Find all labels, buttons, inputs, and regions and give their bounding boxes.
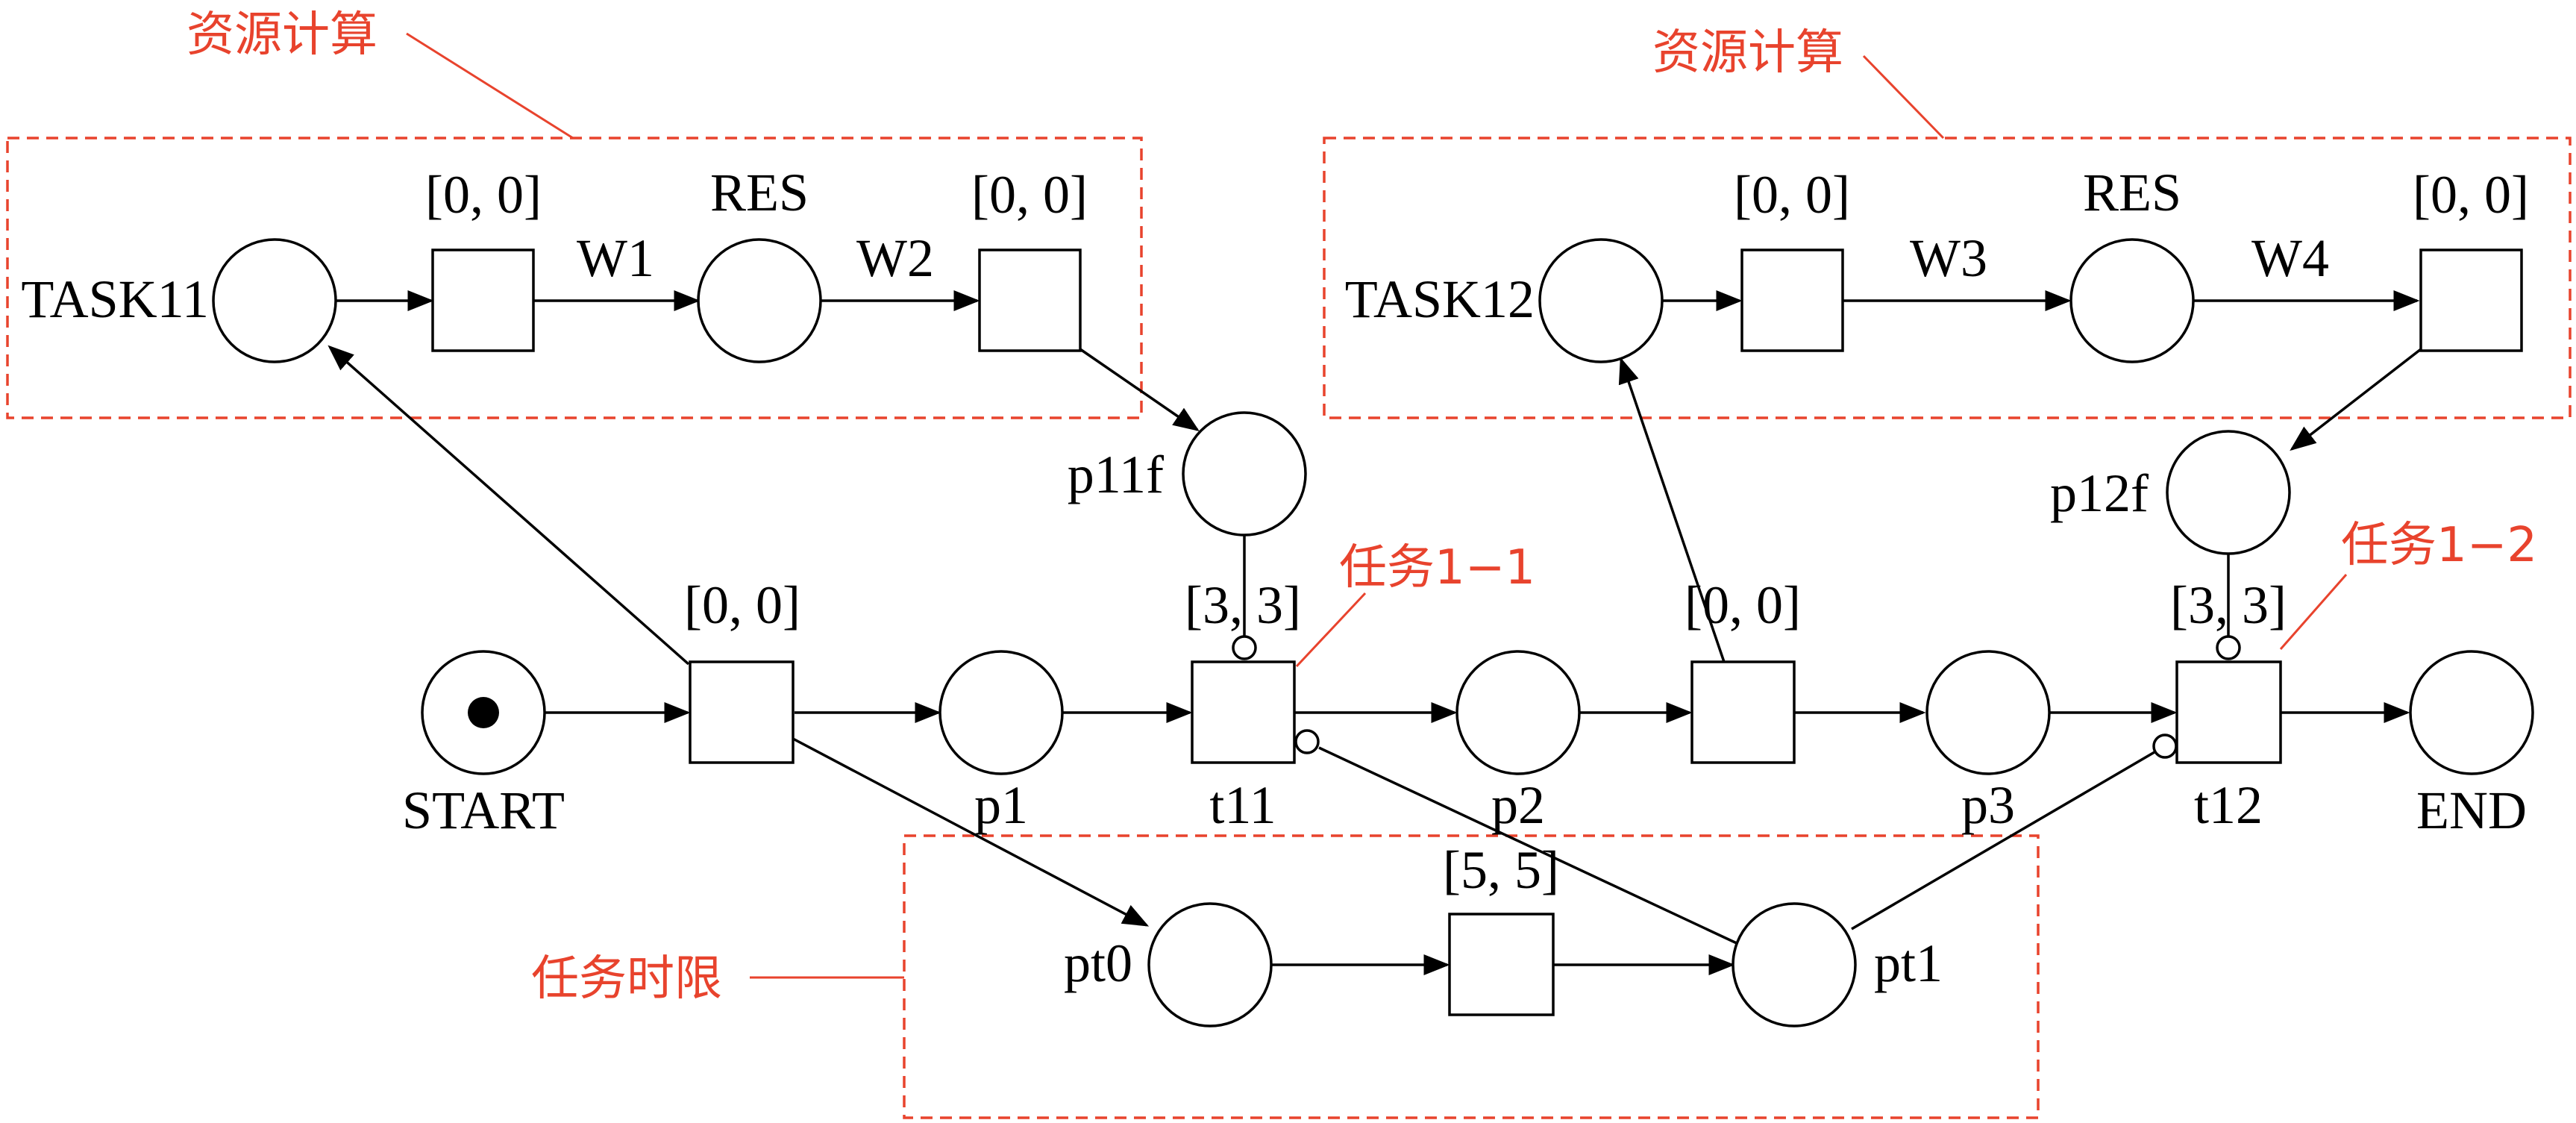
place-p12f bbox=[2166, 430, 2291, 555]
label-task12: TASK12 bbox=[1345, 269, 1535, 329]
start-token bbox=[468, 697, 499, 728]
interval-t11: [3, 3] bbox=[1185, 575, 1301, 635]
label-p11f: p11f bbox=[1068, 445, 1164, 504]
label-p2: p2 bbox=[1491, 775, 1545, 835]
label-t12: t12 bbox=[2194, 775, 2263, 835]
label-pt0: pt0 bbox=[1064, 933, 1132, 993]
inhibitor-head-t12-top bbox=[2216, 635, 2241, 660]
arc-t-res-left-out-to-p11f bbox=[1079, 348, 1200, 431]
annotation-task-deadline: 任务时限 bbox=[531, 951, 722, 1007]
weight-w3: W3 bbox=[1910, 228, 1987, 288]
place-end bbox=[2409, 650, 2534, 775]
label-p3: p3 bbox=[1961, 775, 2015, 835]
label-task11: TASK11 bbox=[21, 269, 209, 329]
resource-calc-right-leader bbox=[1862, 54, 1945, 140]
label-res-left: RES bbox=[710, 163, 809, 222]
place-p11f bbox=[1182, 411, 1307, 537]
weight-w1: W1 bbox=[577, 228, 654, 288]
place-res-right bbox=[2069, 238, 2195, 363]
interval-res-right-in: [0, 0] bbox=[1734, 165, 1850, 225]
transition-res-left-in bbox=[431, 248, 535, 352]
label-res-right: RES bbox=[2083, 163, 2181, 222]
inhibitor-head-t12-side bbox=[2152, 733, 2178, 759]
label-end: END bbox=[2416, 781, 2527, 840]
weight-w2: W2 bbox=[856, 228, 934, 288]
annotation-task-1-1: 任务1−1 bbox=[1339, 540, 1535, 595]
label-pt1: pt1 bbox=[1874, 933, 1943, 993]
place-p1 bbox=[938, 650, 1064, 775]
place-task11 bbox=[212, 238, 337, 363]
label-p1: p1 bbox=[974, 775, 1028, 835]
label-start: START bbox=[402, 781, 565, 840]
inhibitor-head-t11-side bbox=[1294, 729, 1320, 754]
transition-t11 bbox=[1191, 660, 1296, 764]
resource-calc-left-region bbox=[6, 137, 1143, 419]
task-deadline-region bbox=[903, 834, 2040, 1119]
place-p2 bbox=[1455, 650, 1581, 775]
label-t11: t11 bbox=[1209, 775, 1276, 835]
transition-res-right-in bbox=[1740, 248, 1844, 352]
label-p12f: p12f bbox=[2050, 463, 2149, 523]
transition-deadline bbox=[1448, 913, 1555, 1016]
annotation-resource-calc-left: 资源计算 bbox=[187, 7, 377, 63]
interval-start: [0, 0] bbox=[684, 575, 800, 635]
inhibitor-head-t11-top bbox=[1232, 635, 1257, 660]
interval-res-left-in: [0, 0] bbox=[425, 165, 542, 225]
transition-start bbox=[689, 660, 795, 764]
place-pt1 bbox=[1732, 902, 1857, 1027]
place-task12 bbox=[1538, 238, 1664, 363]
arc-t-start-to-pt0 bbox=[792, 737, 1150, 927]
annotation-task-1-2: 任务1−2 bbox=[2341, 518, 2537, 573]
place-pt0 bbox=[1147, 902, 1273, 1027]
inhibitor-arc-pt1-to-t12 bbox=[1851, 751, 2155, 930]
arc-t-mid-to-task12 bbox=[1618, 357, 1726, 665]
weight-w4: W4 bbox=[2251, 228, 2329, 288]
transition-res-left-out bbox=[978, 248, 1082, 352]
transition-mid bbox=[1690, 660, 1796, 764]
task-1-2-leader bbox=[2279, 574, 2348, 650]
arc-t-start-to-task11 bbox=[328, 345, 690, 666]
interval-res-right-out: [0, 0] bbox=[2413, 165, 2529, 225]
interval-mid: [0, 0] bbox=[1685, 575, 1801, 635]
resource-calc-right-region bbox=[1323, 137, 2572, 419]
arc-t-res-right-out-to-p12f bbox=[2290, 348, 2422, 451]
interval-deadline: [5, 5] bbox=[1443, 840, 1559, 900]
resource-calc-left-leader bbox=[406, 32, 574, 140]
transition-res-right-out bbox=[2419, 248, 2523, 352]
interval-t12: [3, 3] bbox=[2170, 575, 2287, 635]
place-res-left bbox=[697, 238, 822, 363]
interval-res-left-out: [0, 0] bbox=[971, 165, 1088, 225]
transition-t12 bbox=[2175, 660, 2282, 764]
place-p3 bbox=[1925, 650, 2051, 775]
inhibitor-arc-pt1-to-t11 bbox=[1318, 746, 1739, 945]
task-1-1-leader bbox=[1295, 592, 1367, 668]
annotation-resource-calc-right: 资源计算 bbox=[1652, 25, 1843, 81]
